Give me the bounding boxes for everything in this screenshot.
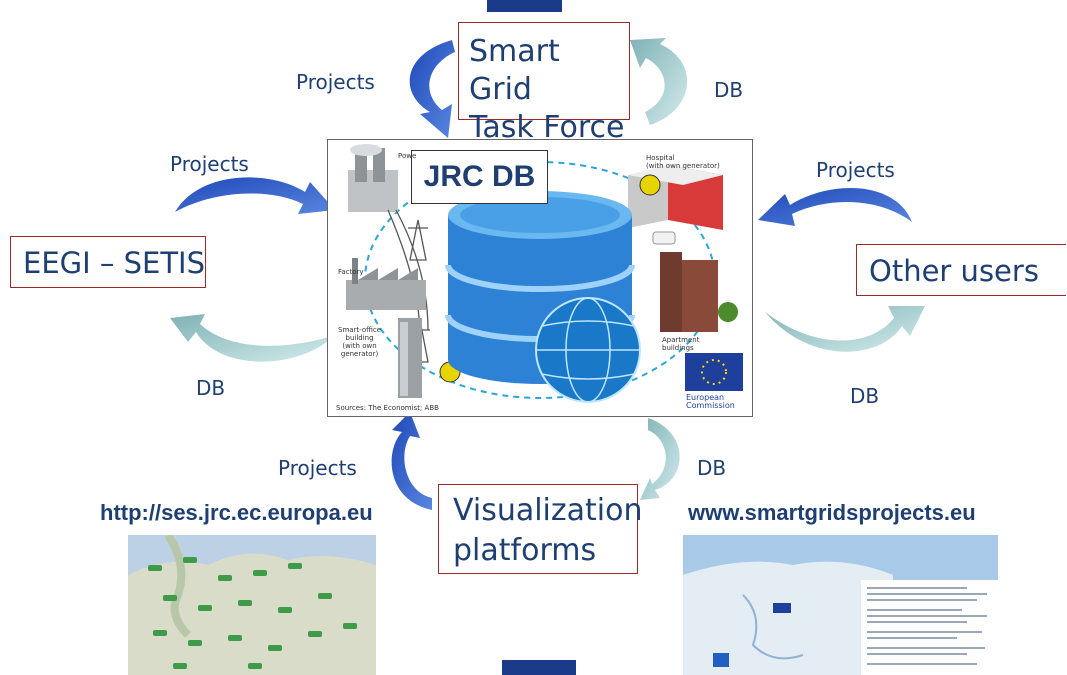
label-projects-bottom: Projects: [278, 456, 357, 480]
eegi-setis-box: EEGI – SETIS: [10, 236, 206, 288]
label-db-top: DB: [714, 78, 744, 102]
apartment-icon: [660, 252, 738, 332]
smart-grid-task-force-box: Smart Grid Task Force: [458, 22, 630, 145]
arrow-db-top: [630, 38, 688, 125]
jrc-db-panel: JRC DB Powe Hospital(with own generator)…: [327, 139, 753, 417]
hospital-icon: [628, 165, 723, 245]
power-station-icon: [348, 144, 398, 212]
visualization-platforms-box: Visualization platforms: [438, 484, 643, 574]
label-projects-top: Projects: [296, 70, 375, 94]
hospital-label: Hospital(with own generator): [646, 154, 720, 170]
label-projects-left: Projects: [170, 152, 249, 176]
ses-url-link[interactable]: http://ses.jrc.ec.europa.eu: [100, 500, 373, 525]
factory-label: Factory: [338, 268, 364, 276]
sources-label: Sources: The Economist; ABB: [336, 404, 439, 412]
other-users-box: Other users: [856, 244, 1066, 296]
european-commission-logo: [683, 353, 745, 412]
center-illustration: [346, 144, 745, 412]
arrow-db-bottom: [640, 418, 680, 500]
arrow-db-right: [765, 306, 925, 352]
power-station-label: Powe: [398, 152, 417, 160]
arrow-projects-right: [758, 187, 912, 226]
arrow-projects-top: [409, 40, 455, 138]
label-db-bottom: DB: [697, 456, 727, 480]
globe-icon: [535, 297, 641, 403]
arrow-projects-bottom: [391, 412, 432, 510]
smartgrids-map-thumbnail: [683, 535, 998, 675]
label-db-left: DB: [196, 376, 226, 400]
top-accent-bar: [487, 0, 562, 12]
arrow-projects-left: [175, 177, 335, 214]
label-projects-right: Projects: [816, 158, 895, 182]
ses-map-thumbnail: [128, 535, 376, 675]
arrow-db-left: [170, 314, 335, 362]
factory-icon: [346, 258, 426, 310]
smartgrids-url-link[interactable]: www.smartgridsprojects.eu: [688, 500, 976, 525]
label-db-right: DB: [850, 384, 880, 408]
jrc-db-title: JRC DB: [411, 150, 548, 204]
bottom-accent-bar: [502, 660, 576, 675]
